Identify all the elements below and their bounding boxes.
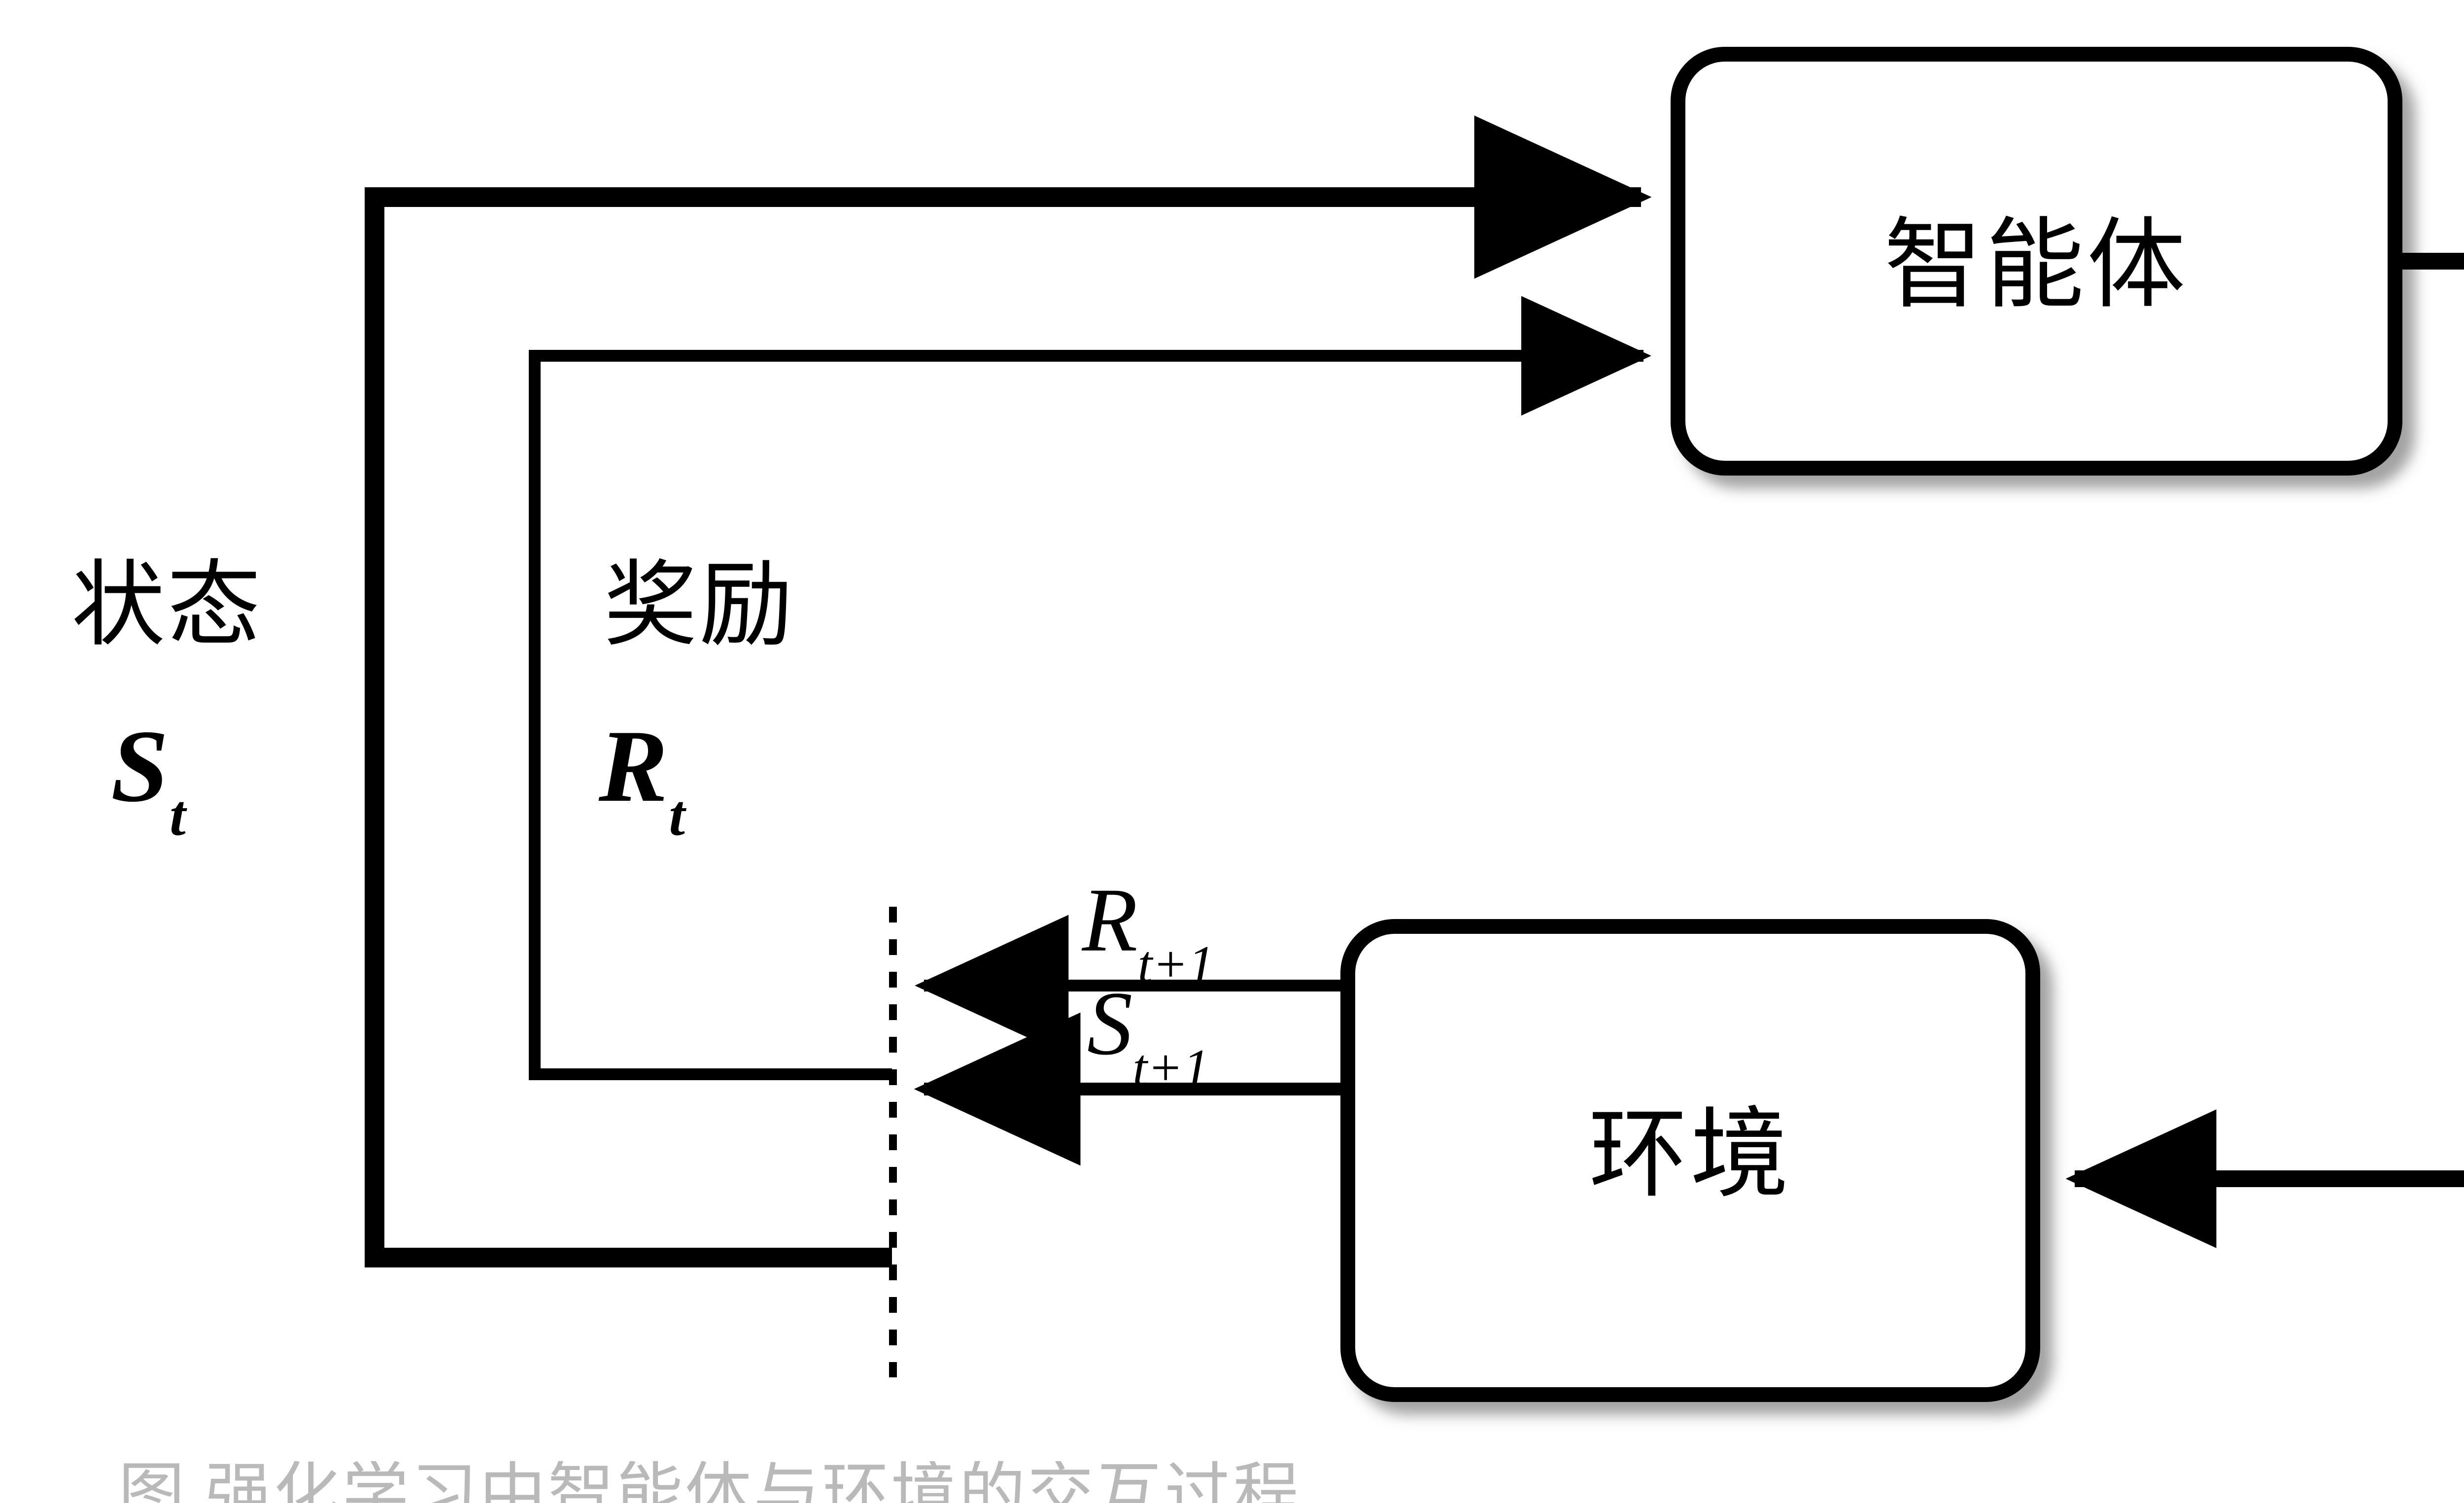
state-label: 状态 <box>71 554 263 658</box>
reward-symbol-base: R <box>599 709 668 823</box>
reward-symbol: Rt <box>599 715 685 845</box>
reward-symbol-subscript: t <box>669 783 685 848</box>
reward-next-label: Rt+1 <box>1082 875 1215 991</box>
agent-box[interactable] <box>1671 47 2402 476</box>
reward-feedback-path <box>529 296 1651 1080</box>
state-next-label: St+1 <box>1087 978 1209 1094</box>
state-symbol-subscript: t <box>170 783 186 848</box>
state-next-base: S <box>1087 973 1133 1074</box>
agent-box-label: 智能体 <box>1883 211 2189 320</box>
reward-next-subscript: t+1 <box>1137 935 1215 994</box>
state-next-subscript: t+1 <box>1132 1038 1210 1097</box>
reward-next-base: R <box>1082 869 1138 971</box>
environment-box-label: 环境 <box>1588 1101 1792 1210</box>
state-symbol-base: S <box>111 709 169 823</box>
figure-caption: 图 强化学习中智能体与环境的交互过程 <box>118 1461 1301 1503</box>
state-feedback-path <box>365 115 1652 1267</box>
state-symbol: St <box>111 715 186 845</box>
reward-label: 奖励 <box>604 554 795 658</box>
environment-box[interactable] <box>1340 919 2040 1402</box>
